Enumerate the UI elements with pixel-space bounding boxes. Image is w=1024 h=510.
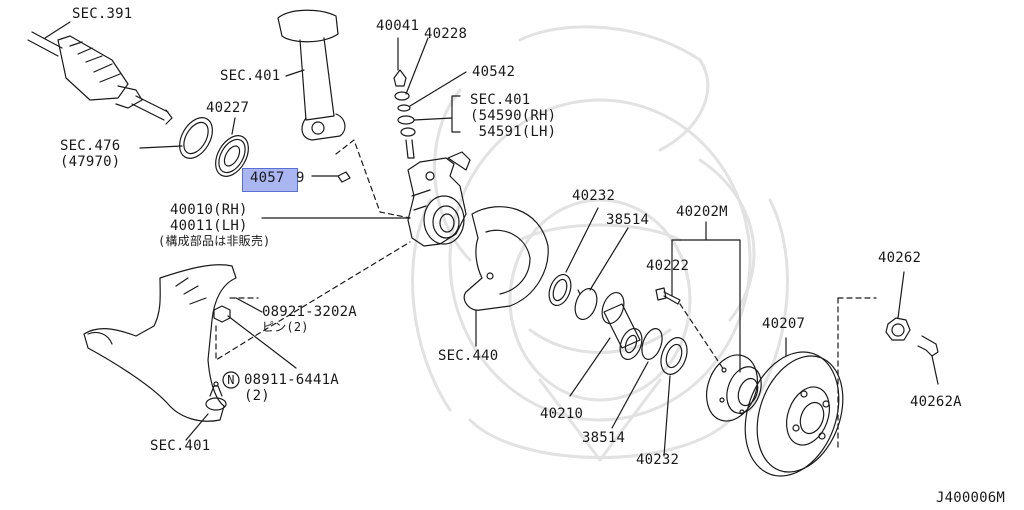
label-40579-rest[interactable]: 9 [296, 170, 305, 186]
label-38514-top[interactable]: 38514 [606, 212, 650, 228]
wheel-bearing [601, 291, 643, 361]
label-40232-bottom[interactable]: 40232 [636, 452, 680, 468]
label-40010[interactable]: 40010(RH) [170, 202, 248, 218]
label-sec401-top[interactable]: SEC.401 [220, 68, 281, 84]
label-40262[interactable]: 40262 [878, 250, 922, 266]
label-sec391[interactable]: SEC.391 [72, 6, 133, 22]
label-54591[interactable]: 54591(LH) [470, 124, 557, 140]
bearing-rings [548, 273, 598, 321]
drive-shaft [27, 31, 173, 125]
strut [277, 9, 346, 141]
lower-arm [83, 264, 237, 422]
label-40222[interactable]: 40222 [646, 258, 690, 274]
dust-shield [463, 206, 549, 311]
label-sec401-bottom[interactable]: SEC.401 [150, 438, 211, 454]
label-40207[interactable]: 40207 [762, 316, 806, 332]
label-08921[interactable]: 08921-3202A [262, 304, 357, 320]
label-40202m[interactable]: 40202M [676, 204, 728, 220]
highlight-box [242, 168, 298, 192]
label-54590[interactable]: (54590(RH) [470, 108, 557, 124]
diagram-id: J400006M [936, 490, 1006, 506]
label-40011[interactable]: 40011(LH) [170, 218, 248, 234]
watermark [411, 25, 789, 462]
label-40228[interactable]: 40228 [424, 26, 468, 42]
label-qty2: (2) [244, 388, 270, 404]
label-40227[interactable]: 40227 [206, 100, 250, 116]
brake-rotor [744, 351, 844, 477]
label-pin2: ピン(2) [262, 320, 309, 334]
seal-rings [179, 117, 249, 177]
steering-knuckle [407, 151, 471, 247]
label-40041[interactable]: 40041 [376, 18, 420, 34]
label-38514-bottom[interactable]: 38514 [582, 430, 626, 446]
label-40542[interactable]: 40542 [472, 64, 516, 80]
label-sec401-right[interactable]: SEC.401 [470, 92, 531, 108]
label-08911[interactable]: 08911-6441A [244, 372, 339, 388]
label-note-jp: (構成部品は非販売) [158, 234, 271, 248]
label-47970[interactable]: (47970) [60, 154, 121, 170]
label-40232-top[interactable]: 40232 [572, 188, 616, 204]
label-sec440[interactable]: SEC.440 [438, 348, 499, 364]
knuckle-hardware [393, 69, 416, 159]
label-sec476[interactable]: SEC.476 [60, 138, 121, 154]
axle-nut [885, 317, 911, 341]
label-n-circle: N [227, 373, 235, 387]
label-40210[interactable]: 40210 [540, 406, 584, 422]
wheel-bolt [655, 287, 681, 305]
label-40262a[interactable]: 40262A [910, 394, 962, 410]
ball-joint [205, 381, 227, 411]
label-40579-highlight[interactable]: 4057 [250, 170, 285, 186]
wheel-hub [706, 354, 762, 422]
